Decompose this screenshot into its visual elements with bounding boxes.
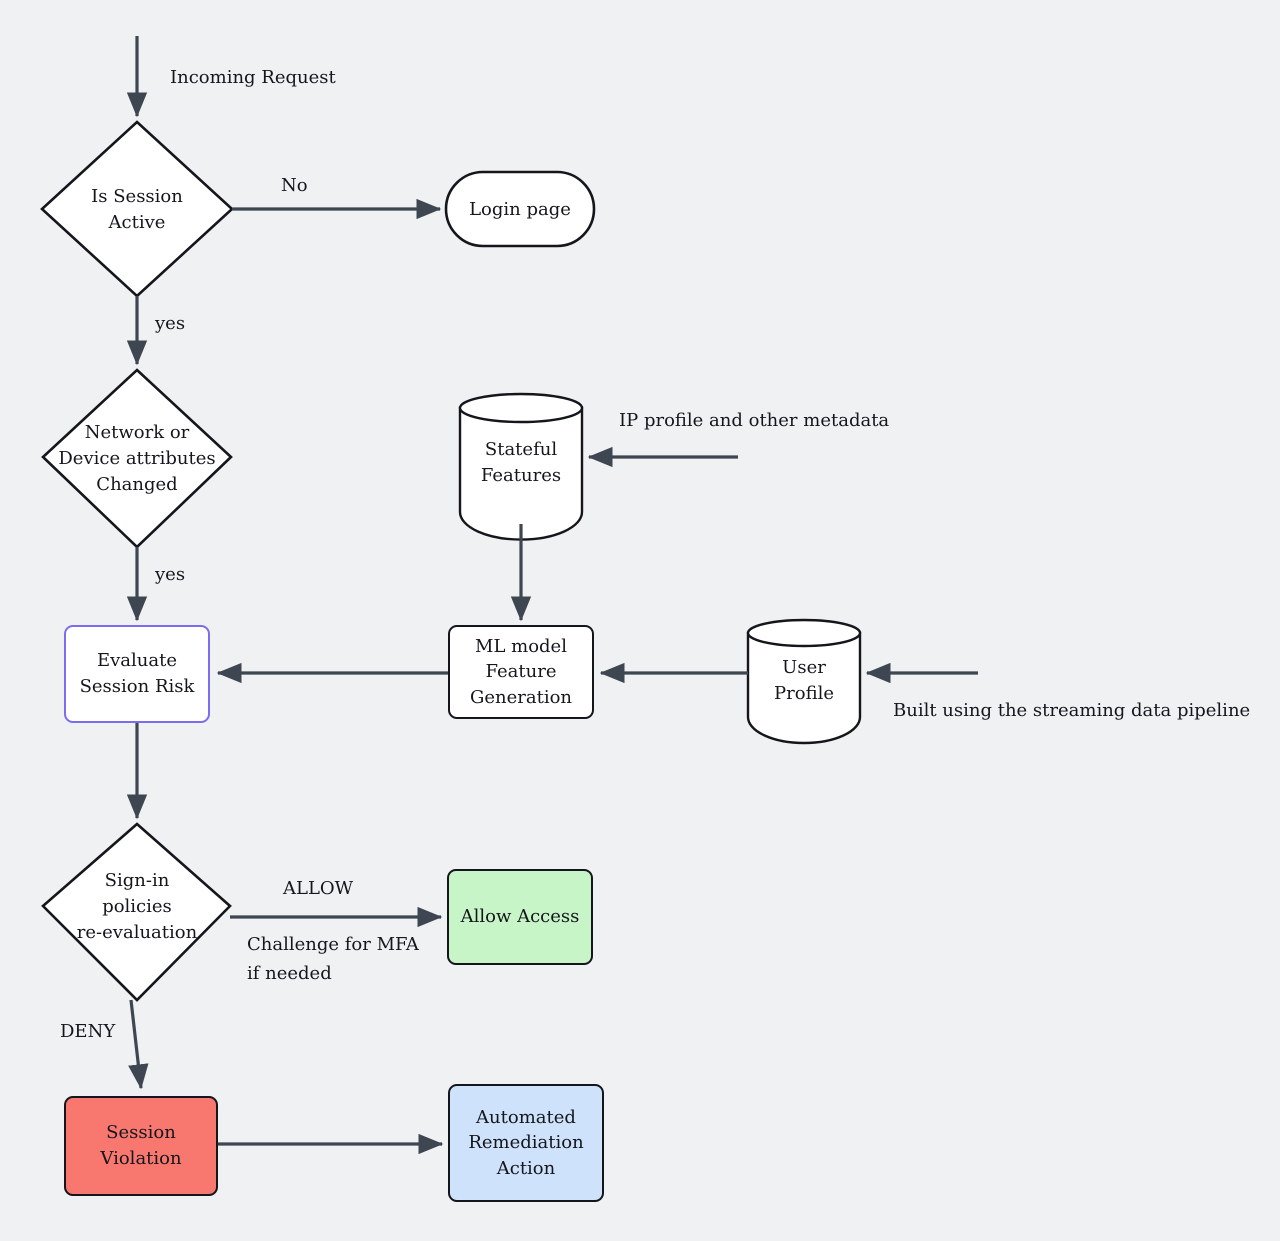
edge-label-built-streaming-pipeline: Built using the streaming data pipeline [893, 700, 1251, 721]
node-signin-policies[interactable] [41, 822, 232, 1002]
label-line: Session Risk [79, 676, 195, 697]
node-user-profile[interactable] [746, 618, 862, 745]
edge-deny-to-violation [128, 999, 149, 1090]
label-line: Generation [469, 686, 573, 708]
label-line: Allow Access [460, 906, 580, 928]
edge-label-challenge-mfa-line2: if needed [247, 963, 332, 984]
edge-label-challenge-mfa-line1: Challenge for MFA [247, 934, 419, 955]
node-session-violation[interactable]: Session Violation [64, 1096, 218, 1196]
node-allow-access[interactable]: Allow Access [447, 869, 593, 965]
node-ml-model-feature-generation[interactable]: ML model Feature Generation [448, 625, 594, 719]
node-login-page[interactable] [444, 170, 596, 248]
label-line: Session [106, 1122, 176, 1144]
label-line: Violation [100, 1148, 182, 1169]
edge-label-incoming-request: Incoming Request [170, 67, 336, 88]
node-stateful-features[interactable] [458, 392, 584, 541]
edge-label-deny: DENY [60, 1021, 116, 1042]
node-is-session-active[interactable] [40, 120, 234, 298]
node-automated-remediation-action[interactable]: Automated Remediation Action [448, 1084, 604, 1202]
label-line: Remediation [468, 1132, 584, 1154]
label-line: Evaluate [96, 650, 177, 672]
edge-label-ip-profile-metadata: IP profile and other metadata [619, 410, 890, 431]
label-line: Automated [476, 1106, 576, 1128]
edge-label-allow: ALLOW [283, 878, 354, 899]
label-line: ML model [475, 635, 567, 657]
node-evaluate-session-risk[interactable]: Evaluate Session Risk [64, 625, 210, 723]
edge-label-yes-session: yes [155, 313, 186, 334]
label-line: Action [496, 1157, 556, 1179]
edge-label-no: No [281, 175, 308, 196]
node-network-device-changed[interactable] [41, 368, 233, 549]
edge-label-yes-network: yes [155, 564, 186, 585]
label-line: Feature [485, 661, 557, 683]
